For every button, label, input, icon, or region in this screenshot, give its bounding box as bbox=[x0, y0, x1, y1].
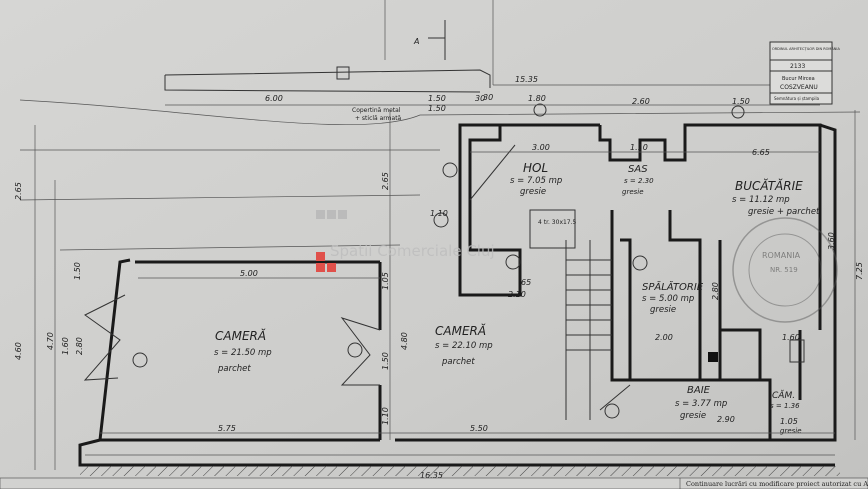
svg-text:HOL: HOL bbox=[523, 161, 548, 175]
room-camera-1: CAMERĂ s = 21.50 mp parchet bbox=[214, 328, 272, 374]
svg-text:s = 11.12 mp: s = 11.12 mp bbox=[732, 195, 790, 205]
svg-text:2.65: 2.65 bbox=[381, 172, 390, 190]
svg-text:s = 7.05 mp: s = 7.05 mp bbox=[510, 176, 562, 186]
svg-text:CAMERĂ: CAMERĂ bbox=[215, 328, 266, 343]
svg-text:Continuare lucrări cu modifica: Continuare lucrări cu modificare proiect… bbox=[686, 480, 868, 488]
svg-text:gresie: gresie bbox=[650, 305, 676, 315]
svg-text:Copertină metal: Copertină metal bbox=[352, 107, 401, 114]
svg-text:gresie: gresie bbox=[780, 427, 802, 435]
svg-text:s = 2.30: s = 2.30 bbox=[624, 177, 654, 185]
svg-text:2.00: 2.00 bbox=[655, 333, 673, 342]
svg-text:s = 5.00 mp: s = 5.00 mp bbox=[642, 294, 694, 304]
svg-text:30: 30 bbox=[475, 94, 485, 103]
svg-text:2.80: 2.80 bbox=[75, 337, 84, 355]
svg-text:1.05: 1.05 bbox=[381, 272, 390, 290]
svg-text:gresie + parchet: gresie + parchet bbox=[748, 207, 820, 217]
svg-text:Spatii Comerciale Cluj: Spatii Comerciale Cluj bbox=[330, 242, 495, 260]
svg-text:4.60: 4.60 bbox=[14, 342, 23, 360]
walls bbox=[78, 123, 837, 467]
svg-text:parchet: parchet bbox=[217, 364, 251, 374]
svg-text:2.60: 2.60 bbox=[632, 97, 650, 106]
section-mark: A bbox=[413, 20, 446, 60]
svg-text:1.80: 1.80 bbox=[528, 94, 546, 103]
svg-text:NR. 519: NR. 519 bbox=[770, 266, 798, 274]
svg-text:5.75: 5.75 bbox=[218, 424, 236, 433]
svg-text:1.50: 1.50 bbox=[73, 262, 82, 280]
svg-text:SAS: SAS bbox=[628, 164, 648, 175]
room-baie: BAIE s = 3.77 mp gresie bbox=[675, 385, 727, 421]
svg-text:6.65: 6.65 bbox=[752, 148, 770, 157]
svg-text:2.65: 2.65 bbox=[14, 182, 23, 200]
svg-text:1.50: 1.50 bbox=[381, 352, 390, 370]
svg-text:A: A bbox=[413, 37, 419, 46]
svg-text:+ sticlă armată: + sticlă armată bbox=[355, 115, 402, 122]
svg-text:gresie: gresie bbox=[622, 188, 644, 196]
svg-text:gresie: gresie bbox=[520, 187, 546, 197]
svg-text:parchet: parchet bbox=[441, 357, 475, 367]
svg-text:5.50: 5.50 bbox=[470, 424, 488, 433]
dimension-lines bbox=[34, 104, 856, 470]
title-block: ORDINUL ARHITECȚILOR DIN ROMÂNIA 2133 Bu… bbox=[769, 41, 840, 105]
doors bbox=[83, 103, 745, 419]
svg-text:6.00: 6.00 bbox=[265, 94, 283, 103]
room-camera-2: CAMERĂ s = 22.10 mp parchet bbox=[435, 323, 493, 367]
svg-text:4 tr. 30x17.5: 4 tr. 30x17.5 bbox=[538, 219, 577, 226]
svg-text:65: 65 bbox=[521, 278, 531, 287]
svg-text:1.10: 1.10 bbox=[630, 143, 648, 152]
room-spalatorie: SPĂLĂTORIE s = 5.00 mp gresie bbox=[642, 280, 704, 315]
svg-text:30: 30 bbox=[483, 93, 493, 102]
svg-text:1.10: 1.10 bbox=[430, 209, 448, 218]
dimension-labels: 15.35 6.00 1.50 1.50 30 1.80 2.60 1.50 3… bbox=[14, 75, 864, 480]
stamp: ROMANIA NR. 519 bbox=[732, 217, 838, 323]
room-camara: CĂM. s = 1.36 gresie bbox=[770, 389, 802, 435]
watermark: Spatii Comerciale Cluj bbox=[316, 210, 495, 272]
svg-text:BUCĂTĂRIE: BUCĂTĂRIE bbox=[735, 178, 803, 193]
svg-text:s = 21.50 mp: s = 21.50 mp bbox=[214, 348, 272, 358]
svg-text:BAIE: BAIE bbox=[687, 385, 711, 396]
svg-text:1.50: 1.50 bbox=[428, 104, 446, 113]
svg-text:ORDINUL ARHITECȚILOR DIN ROMÂN: ORDINUL ARHITECȚILOR DIN ROMÂNIA bbox=[772, 46, 840, 51]
canopy-note: Copertină metal + sticlă armată bbox=[352, 107, 402, 122]
room-hol: HOL s = 7.05 mp gresie bbox=[510, 161, 562, 197]
bottom-note: Continuare lucrări cu modificare proiect… bbox=[0, 477, 868, 489]
svg-text:CAMERĂ: CAMERĂ bbox=[435, 323, 486, 338]
svg-text:4.70: 4.70 bbox=[46, 332, 55, 350]
svg-text:s = 22.10 mp: s = 22.10 mp bbox=[435, 341, 493, 351]
svg-text:Bucur Mircea: Bucur Mircea bbox=[782, 76, 815, 82]
svg-text:1.50: 1.50 bbox=[732, 97, 750, 106]
svg-text:3.00: 3.00 bbox=[532, 143, 550, 152]
svg-text:15.35: 15.35 bbox=[515, 75, 538, 84]
terrace-outline bbox=[19, 0, 861, 251]
svg-text:7.25: 7.25 bbox=[855, 262, 864, 280]
svg-text:4.80: 4.80 bbox=[400, 332, 409, 350]
ground-hatch bbox=[80, 466, 840, 476]
room-bucatarie: BUCĂTĂRIE s = 11.12 mp gresie + parchet bbox=[732, 178, 820, 217]
svg-text:Semnătura și ștampila: Semnătura și ștampila bbox=[774, 96, 820, 101]
svg-text:2.90: 2.90 bbox=[717, 415, 735, 424]
svg-text:s = 3.77 mp: s = 3.77 mp bbox=[675, 399, 727, 409]
svg-text:1.60: 1.60 bbox=[782, 333, 800, 342]
svg-text:1.50: 1.50 bbox=[428, 94, 446, 103]
svg-text:s = 1.36: s = 1.36 bbox=[770, 402, 800, 410]
room-sas: SAS s = 2.30 gresie bbox=[622, 164, 654, 196]
svg-text:5.00: 5.00 bbox=[240, 269, 258, 278]
svg-text:1.60: 1.60 bbox=[61, 337, 70, 355]
svg-text:ROMANIA: ROMANIA bbox=[762, 251, 801, 260]
svg-text:1.05: 1.05 bbox=[780, 417, 798, 426]
svg-text:gresie: gresie bbox=[680, 411, 706, 421]
svg-text:CĂM.: CĂM. bbox=[772, 389, 795, 401]
svg-text:2133: 2133 bbox=[790, 63, 805, 70]
svg-text:2.10: 2.10 bbox=[508, 290, 526, 299]
svg-text:SPĂLĂTORIE: SPĂLĂTORIE bbox=[642, 280, 704, 293]
svg-text:1.10: 1.10 bbox=[381, 407, 390, 425]
svg-text:16.35: 16.35 bbox=[420, 471, 443, 480]
svg-text:2.80: 2.80 bbox=[711, 282, 720, 300]
stairs[interactable]: 4 tr. 30x17.5 bbox=[529, 209, 612, 420]
svg-text:3.60: 3.60 bbox=[827, 232, 836, 250]
svg-text:COSZVEANU: COSZVEANU bbox=[780, 84, 818, 91]
